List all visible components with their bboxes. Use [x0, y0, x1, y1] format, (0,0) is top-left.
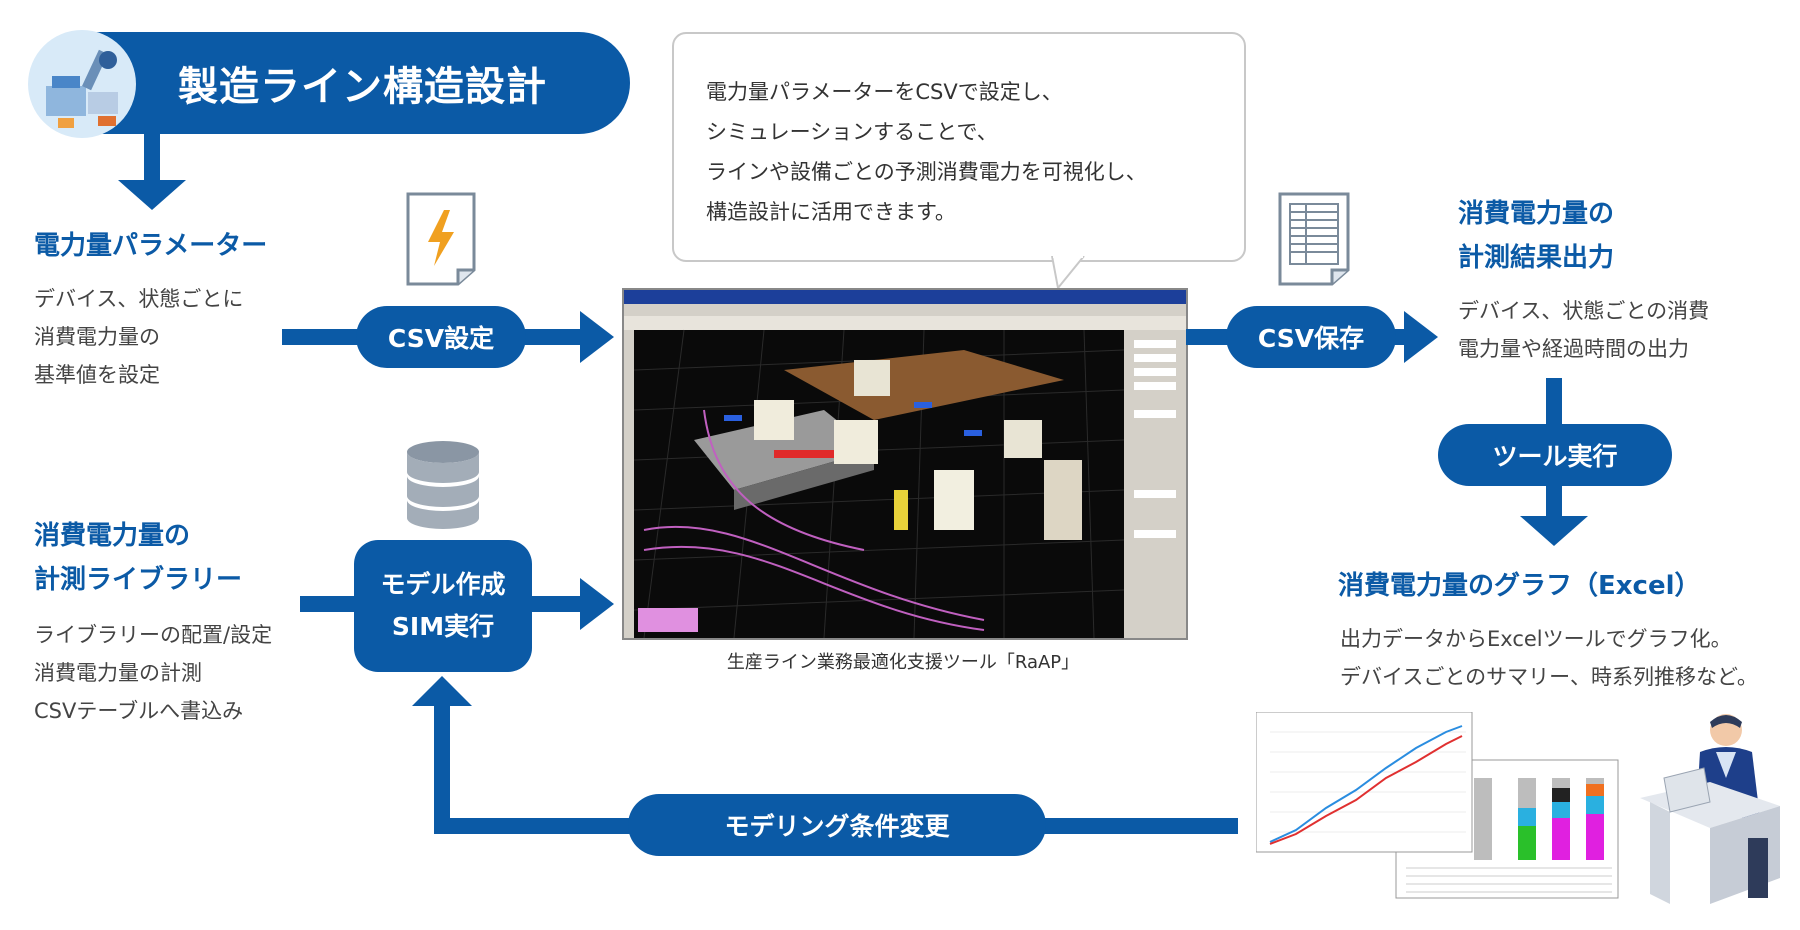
graph-line-1: 出力データからExcelツールでグラフ化。	[1340, 627, 1732, 651]
excel-charts-thumbnail	[1255, 711, 1626, 906]
parameter-line-3: 基準値を設定	[34, 363, 160, 387]
arrow-title-down-head	[118, 180, 186, 210]
worker-at-desk-icon	[1640, 708, 1790, 912]
library-line-2: 消費電力量の計測	[34, 661, 202, 685]
arrow-csv-setting-head	[580, 311, 614, 363]
table-document-icon	[1276, 190, 1352, 290]
model-create-label: モデル作成	[380, 570, 506, 599]
factory-robot-icon	[28, 30, 136, 138]
library-line-3: CSVテーブルへ書込み	[34, 699, 244, 723]
bubble-line-2: シミュレーションすることで、	[706, 120, 998, 144]
modeling-change-pill: モデリング条件変更	[628, 794, 1046, 856]
tool-exec-label: ツール実行	[1492, 442, 1618, 471]
library-heading-line-2: 計測ライブラリー	[34, 565, 243, 595]
csv-bolt-document-icon	[404, 190, 478, 290]
graph-heading: 消費電力量のグラフ（Excel）	[1338, 571, 1701, 601]
model-sim-box: モデル作成 SIM実行	[354, 540, 532, 672]
title-banner: 製造ライン構造設計	[40, 32, 630, 134]
parameter-line-2: 消費電力量の	[34, 325, 160, 349]
result-heading-line-2: 計測結果出力	[1458, 243, 1615, 273]
result-line-1: デバイス、状態ごとの消費	[1458, 299, 1710, 323]
arrow-loop-up-head	[412, 676, 472, 706]
bubble-tail	[1051, 256, 1085, 291]
csv-setting-label: CSV設定	[387, 324, 495, 353]
raap-screenshot	[622, 288, 1188, 640]
modeling-change-label: モデリング条件変更	[724, 812, 950, 841]
parameter-line-1: デバイス、状態ごとに	[34, 287, 244, 311]
csv-save-pill: CSV保存	[1226, 306, 1396, 368]
database-icon	[404, 438, 482, 534]
bubble-line-1: 電力量パラメーターをCSVで設定し、	[706, 80, 1063, 104]
arrow-tool-head	[1520, 516, 1588, 546]
bubble-line-3: ラインや設備ごとの予測消費電力を可視化し、	[706, 160, 1147, 184]
library-line-1: ライブラリーの配置/設定	[34, 623, 273, 647]
description-bubble: 電力量パラメーターをCSVで設定し、 シミュレーションすることで、 ラインや設備…	[672, 32, 1246, 262]
sim-run-label: SIM実行	[391, 612, 495, 641]
library-heading-line-1: 消費電力量の	[34, 521, 191, 551]
parameter-heading: 電力量パラメーター	[34, 231, 268, 261]
csv-setting-pill: CSV設定	[356, 306, 526, 368]
arrow-model-head	[580, 578, 614, 630]
result-heading-line-1: 消費電力量の	[1458, 199, 1615, 229]
page-title: 製造ライン構造設計	[178, 64, 547, 110]
arrow-title-down-shaft	[144, 134, 160, 182]
screenshot-caption: 生産ライン業務最適化支援ツール「RaAP」	[726, 652, 1080, 673]
arrow-csv-save-head	[1404, 311, 1438, 363]
tool-exec-pill: ツール実行	[1438, 424, 1672, 486]
arrow-loop-up-shaft	[434, 704, 450, 826]
graph-line-2: デバイスごとのサマリー、時系列推移など。	[1340, 665, 1758, 689]
bubble-line-4: 構造設計に活用できます。	[706, 200, 956, 224]
csv-save-label: CSV保存	[1257, 324, 1365, 353]
result-line-2: 電力量や経過時間の出力	[1458, 337, 1689, 361]
